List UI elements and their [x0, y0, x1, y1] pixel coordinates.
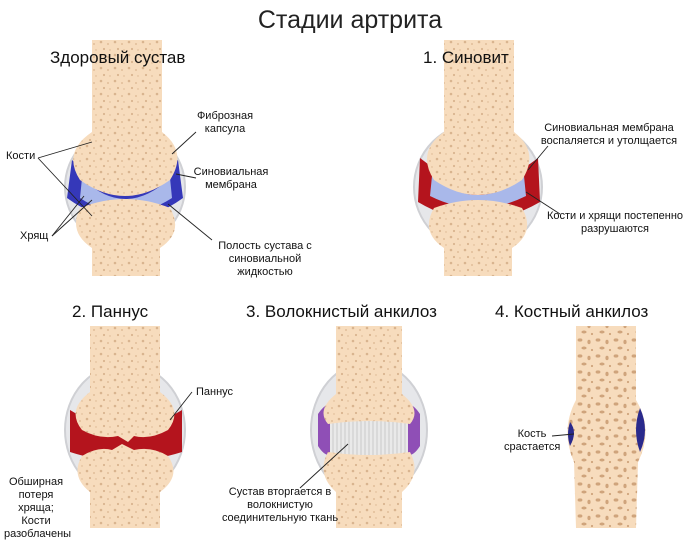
label-pannus: Паннус	[196, 386, 234, 398]
page-title: Стадии артрита	[257, 6, 443, 34]
label-cartilage: Хрящ	[20, 230, 49, 242]
label-bones-destroyed: Кости и хрящи постепенно разрушаются	[546, 210, 684, 235]
pannus-joint	[64, 326, 193, 528]
bony-ankylosis-joint	[551, 326, 646, 528]
label-fibrous-ingrowth: Сустав вторгается в волокнистую соединит…	[221, 486, 339, 524]
label-bones: Кости	[6, 150, 36, 162]
label-joint-cavity: Полость сустава с синовиальной жидкостью	[218, 240, 312, 278]
label-fibrous-capsule: Фиброзная капсула	[196, 110, 254, 135]
synovitis-joint	[413, 40, 561, 276]
stage-title-healthy: Здоровый сустав	[50, 48, 186, 67]
stage-title-fibrous: 3. Волокнистый анкилоз	[246, 302, 437, 321]
label-bone-fusion: Кость срастается	[504, 428, 561, 453]
stage-title-synovitis: 1. Синовит	[423, 48, 509, 67]
label-cartilage-loss: Обширная потеря хряща; Кости разоблачены	[4, 476, 72, 540]
healthy-joint	[37, 40, 213, 276]
fibrous-tissue	[330, 418, 408, 456]
stage-title-bony: 4. Костный анкилоз	[495, 302, 649, 321]
label-synovial-membrane: Синовиальная мембрана	[193, 166, 269, 191]
stage-title-pannus: 2. Паннус	[72, 302, 149, 321]
fibrous-ankylosis-joint	[299, 326, 428, 528]
label-membrane-inflamed: Синовиальная мембрана воспаляется и утол…	[540, 122, 678, 147]
